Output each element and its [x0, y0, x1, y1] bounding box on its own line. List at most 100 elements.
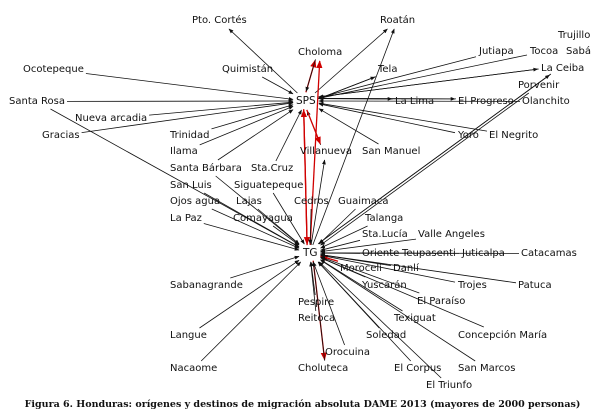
node-label-ocotepeque: Ocotepeque — [23, 64, 84, 75]
edge-elparaiso-to-tg — [320, 256, 420, 294]
node-label-jutiapa: Jutiapa — [478, 46, 514, 57]
node-label-sanluis: San Luis — [170, 180, 212, 191]
node-label-nacaome: Nacaome — [170, 363, 217, 374]
node-label-elcorpus: El Corpus — [394, 363, 441, 374]
edge-trinidad-to-sps — [211, 104, 294, 130]
edge-nuevaarcadia-to-sps — [149, 100, 294, 116]
edge-yoro-to-sps — [318, 102, 456, 134]
edge-ilama-to-sps — [199, 106, 294, 146]
edge-gracias-to-sps — [81, 101, 294, 133]
edge-santabarbara-to-tg — [215, 175, 300, 245]
node-label-trujillo: Trujillo — [557, 30, 590, 41]
edge-santabarbara-to-sps — [217, 109, 294, 161]
edge-laceiba-to-tg — [318, 73, 552, 244]
edge-tg-to-choloma — [309, 60, 323, 246]
node-label-choloma: Choloma — [298, 47, 342, 58]
edge-sps-to-tg — [303, 109, 311, 245]
edge-comayagua-to-tg — [272, 225, 300, 246]
node-label-siguatepeque: Siguatepeque — [234, 180, 303, 191]
edge-sabanagrande-to-tg — [230, 255, 300, 279]
node-label-choluteca: Choluteca — [298, 363, 348, 374]
edge-ocotepeque-to-sps — [85, 73, 294, 101]
node-label-quimistan: Quimistán — [222, 63, 273, 75]
edge-guaimaca-to-tg — [318, 208, 356, 245]
edge-sps-to-roatan — [314, 28, 388, 94]
node-label-concepcionmaria: Concepción María — [458, 329, 547, 341]
edge-jutiapa-to-sps — [318, 56, 477, 99]
node-label-sanmarcos: San Marcos — [458, 363, 515, 374]
node-label-catacamas: Catacamas — [521, 248, 577, 259]
edge-sps-to-villanueva — [306, 109, 321, 145]
node-label-stacruz: Sta.Cruz — [251, 163, 293, 174]
node-label-sps: SPS — [296, 95, 316, 107]
node-label-cedros: Cedros — [294, 196, 329, 207]
node-label-reitoca: Reitoca — [298, 313, 335, 324]
node-label-sanmanuel: San Manuel — [362, 146, 420, 157]
edge-orocuina-to-tg — [312, 261, 345, 346]
edge-reitoca-to-tg — [309, 261, 317, 312]
node-label-olanchito: Olanchito — [522, 96, 570, 107]
node-label-yoro: Yoro — [457, 130, 479, 141]
node-label-lalima: La Lima — [395, 96, 434, 107]
node-label-patuca: Patuca — [518, 280, 552, 291]
node-label-langue: Langue — [170, 330, 207, 341]
node-label-porvenir: Porvenir — [518, 80, 560, 91]
edge-lajas-to-tg — [257, 208, 300, 245]
edge-quimistan-to-sps — [262, 76, 294, 95]
node-label-lapaz: La Paz — [170, 213, 202, 224]
edge-sanmanuel-to-sps — [318, 108, 379, 145]
edges-layer — [50, 28, 552, 379]
edge-concepcionmaria-to-tg — [320, 257, 484, 328]
node-label-tocoa: Tocoa — [529, 46, 558, 57]
node-label-soledad: Soledad — [366, 330, 406, 341]
node-label-ptocortes: Pto. Cortés — [192, 14, 247, 26]
node-label-teupasenti: Teupasenti — [401, 248, 456, 259]
node-label-ojosagua: Ojos agua — [170, 196, 220, 207]
edge-tg-to-roatan — [312, 28, 395, 246]
edge-porvenir-to-tg — [320, 92, 530, 246]
node-label-yuscaran: Yuscarán — [361, 279, 407, 291]
edge-lapaz-to-tg — [203, 223, 300, 251]
edge-texiguat-to-tg — [320, 259, 403, 312]
node-label-tg: TG — [302, 247, 318, 259]
edge-choluteca-to-tg — [311, 261, 326, 361]
node-label-staLucia: Sta.Lucía — [362, 228, 408, 240]
node-label-pespire: Pespire — [298, 297, 334, 308]
node-label-talanga: Talanga — [364, 213, 403, 224]
edge-choloma-to-sps — [305, 59, 316, 92]
edge-sps-to-ptocortes — [228, 28, 298, 94]
node-label-comayagua: Comayagua — [233, 213, 293, 224]
node-label-elprogreso: El Progreso — [458, 96, 514, 107]
node-label-lajas: Lajas — [236, 196, 262, 207]
node-label-elparaiso: El Paraíso — [417, 295, 465, 307]
edge-tocoa-to-sps — [318, 54, 528, 100]
node-label-ilama: Ilama — [170, 146, 198, 157]
edge-staLucia-to-tg — [320, 239, 361, 252]
node-label-trinidad: Trinidad — [169, 130, 209, 141]
edge-sanluis-to-tg — [203, 192, 300, 248]
edge-cedros-to-tg — [308, 208, 313, 245]
node-label-valleangeles: Valle Angeles — [418, 229, 485, 240]
edge-nacaome-to-tg — [200, 261, 302, 362]
edge-eltriunfo-to-tg — [318, 261, 442, 379]
node-label-tela: Tela — [377, 64, 397, 75]
edge-santarosa-to-tg — [50, 108, 300, 248]
node-label-orocuina: Orocuina — [325, 347, 370, 358]
node-label-oriente: Oriente — [362, 248, 399, 259]
edge-siguatepeque-to-tg — [272, 192, 305, 245]
edge-laceiba-to-sps — [318, 68, 539, 99]
node-label-santarosa: Santa Rosa — [9, 96, 65, 107]
edge-soledad-to-tg — [317, 261, 380, 329]
node-label-santabarbara: Santa Bárbara — [170, 162, 242, 174]
node-label-nuevaarcadia: Nueva arcadia — [75, 113, 147, 124]
node-label-trojes: Trojes — [457, 280, 487, 291]
edge-sanmarcos-to-tg — [320, 259, 476, 362]
node-label-sabanagrande: Sabanagrande — [170, 280, 243, 291]
node-label-eltriunfo: El Triunfo — [426, 380, 472, 391]
node-label-saba: Sabá — [566, 45, 591, 57]
node-label-juticalpa: Juticalpa — [461, 248, 505, 259]
edge-valleangeles-to-tg — [320, 238, 417, 253]
